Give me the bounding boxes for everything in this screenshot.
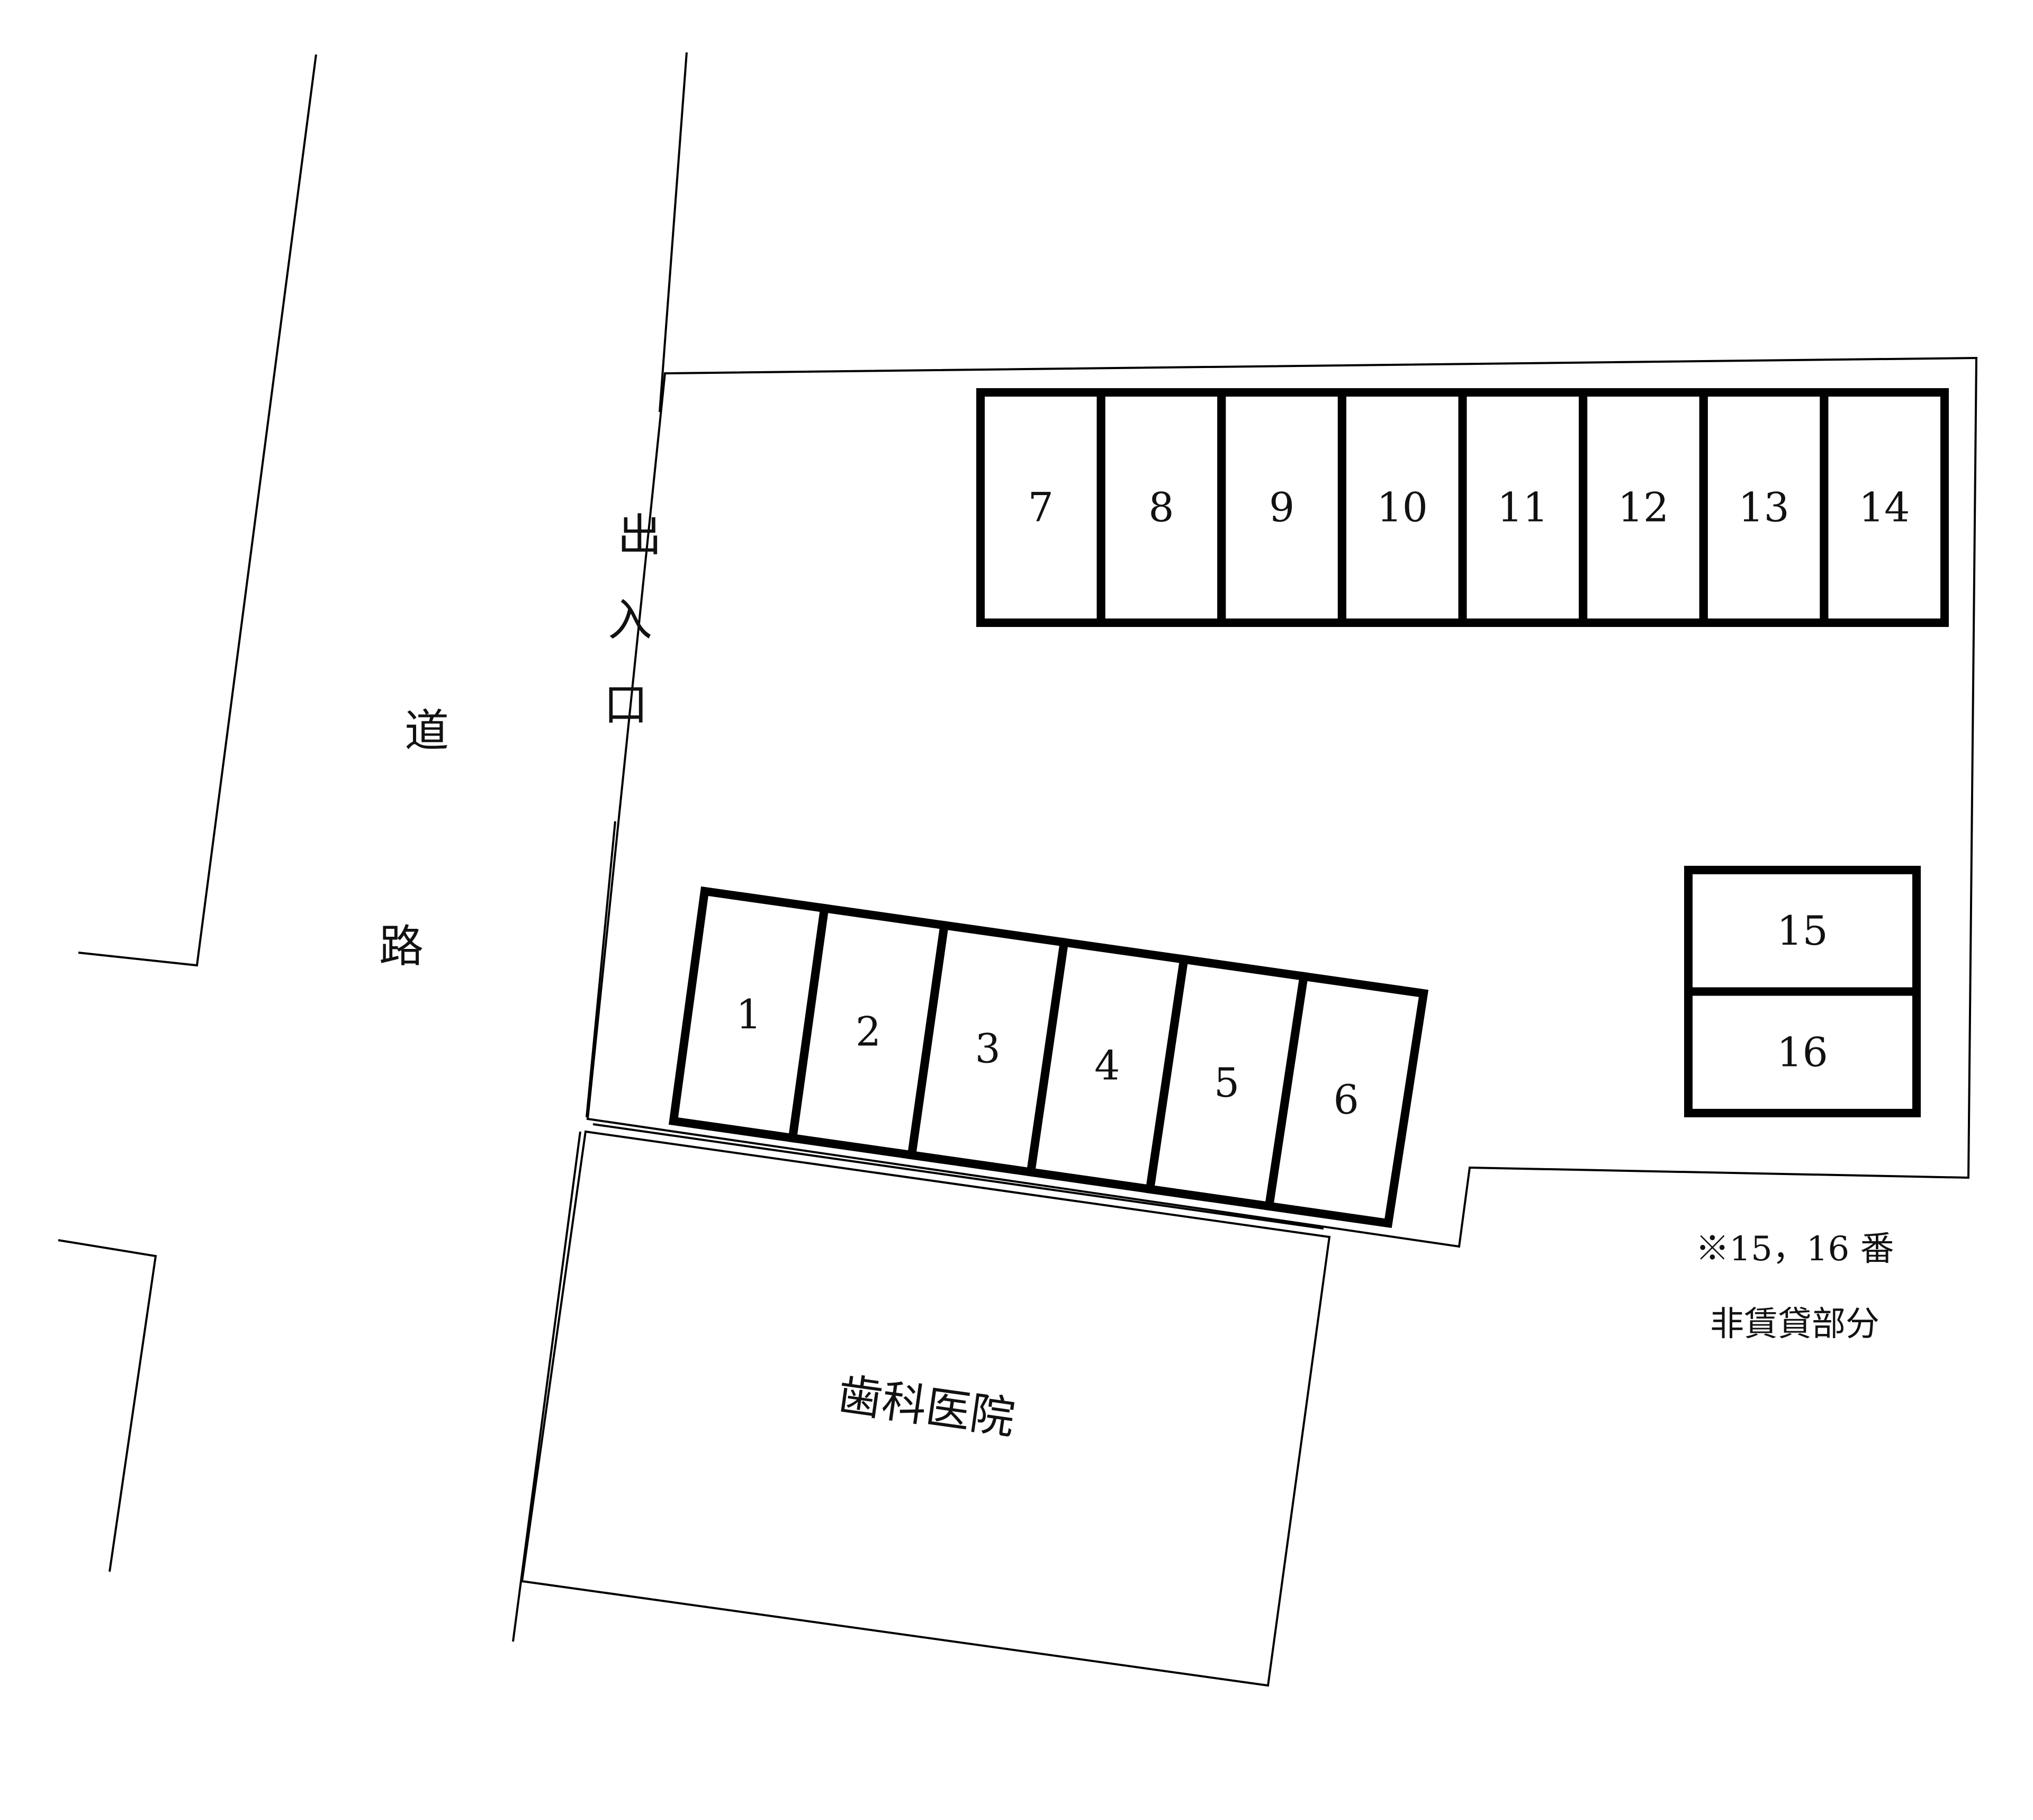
parking-space-6 [1264,971,1429,1229]
parking-space-number: 14 [1859,484,1910,531]
parking-space-14 [1820,388,1949,627]
road-label-2: 路 [379,920,424,972]
parking-space-number: 11 [1497,484,1549,531]
note-line-1: ※15，16 番 [1695,1230,1894,1269]
dental-clinic-building [512,1123,1331,1687]
parking-space-number: 1 [736,991,761,1038]
parking-space-number: 15 [1777,907,1828,954]
parking-space-number: 7 [1028,484,1054,531]
entrance-label-3: 口 [604,679,648,731]
parking-space-number: 5 [1214,1059,1239,1106]
dental-clinic-wall-side [512,1131,581,1642]
dental-clinic-outline [520,1130,1331,1687]
road-left-lower-edge [58,1239,157,1572]
parking-space-number: 12 [1618,484,1669,531]
road-left-upper-edge [78,54,317,967]
parking-row-bottom: 1 2 3 4 5 6 [669,886,1429,1229]
road-label-1: 道 [404,705,449,757]
parking-row-top: 7 8 9 10 11 12 13 14 [976,388,1949,627]
parking-space-number: 9 [1269,484,1294,531]
parking-space-number: 4 [1094,1042,1120,1089]
parking-space-number: 16 [1777,1028,1828,1075]
dental-clinic-wall-inner [592,1123,1324,1230]
parking-space-number: 8 [1148,484,1174,531]
parking-space-number: 13 [1738,484,1789,531]
note-line-2: 非賃貸部分 [1710,1305,1879,1344]
parking-space-number: 3 [975,1025,1000,1072]
road-edges [58,52,688,1572]
road-right-lower-edge [586,821,616,1118]
road-right-upper-edge [659,52,688,413]
parking-space-number: 2 [856,1008,881,1055]
parking-space-number: 10 [1377,484,1428,531]
parking-space-16 [1684,987,1921,1117]
entrance-label-1: 出 [617,509,662,561]
parking-lot-boundary [586,356,1978,1248]
entrance-label-2: 入 [608,594,652,646]
dental-clinic-label: 歯科医院 [834,1368,1018,1445]
parking-space-number: 6 [1333,1076,1359,1123]
